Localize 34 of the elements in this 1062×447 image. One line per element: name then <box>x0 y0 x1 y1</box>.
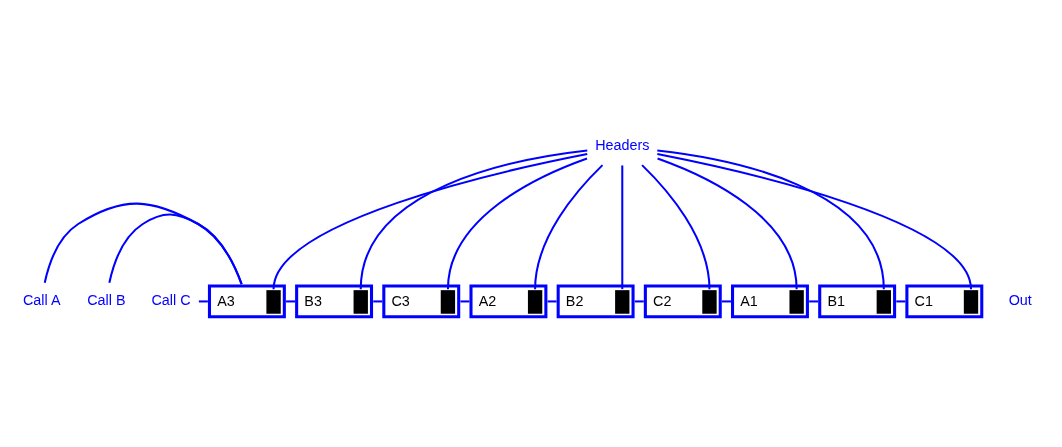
connector <box>286 299 296 302</box>
node-text: Call A <box>23 291 61 308</box>
connector <box>621 164 624 289</box>
node-box: C3 <box>382 284 461 318</box>
node-box: A3 <box>207 284 286 318</box>
node-text: Call C <box>151 291 191 308</box>
connector <box>272 152 588 289</box>
connector <box>446 156 588 289</box>
connector <box>634 299 644 302</box>
connector <box>547 299 557 302</box>
connector <box>43 202 243 285</box>
node-box: B1 <box>818 284 897 318</box>
connector <box>359 148 588 289</box>
connector <box>641 163 711 289</box>
connector <box>534 163 604 289</box>
node-box: C2 <box>643 284 722 318</box>
connector <box>657 152 972 289</box>
connector <box>657 156 798 289</box>
connector <box>896 299 906 302</box>
node-box: B2 <box>556 284 635 318</box>
node-box: A1 <box>731 284 809 318</box>
node-box: B3 <box>295 284 374 318</box>
connector <box>721 299 731 302</box>
node-box: C1 <box>905 284 984 318</box>
label: Out <box>1008 291 1032 308</box>
connector <box>373 299 383 302</box>
node-text: Headers <box>595 136 650 153</box>
connector <box>657 148 885 289</box>
connector <box>198 299 208 302</box>
connector <box>108 213 243 285</box>
connector <box>809 299 819 302</box>
node-text: Call B <box>87 291 126 308</box>
connector <box>460 299 470 302</box>
node-box: A2 <box>469 284 548 318</box>
